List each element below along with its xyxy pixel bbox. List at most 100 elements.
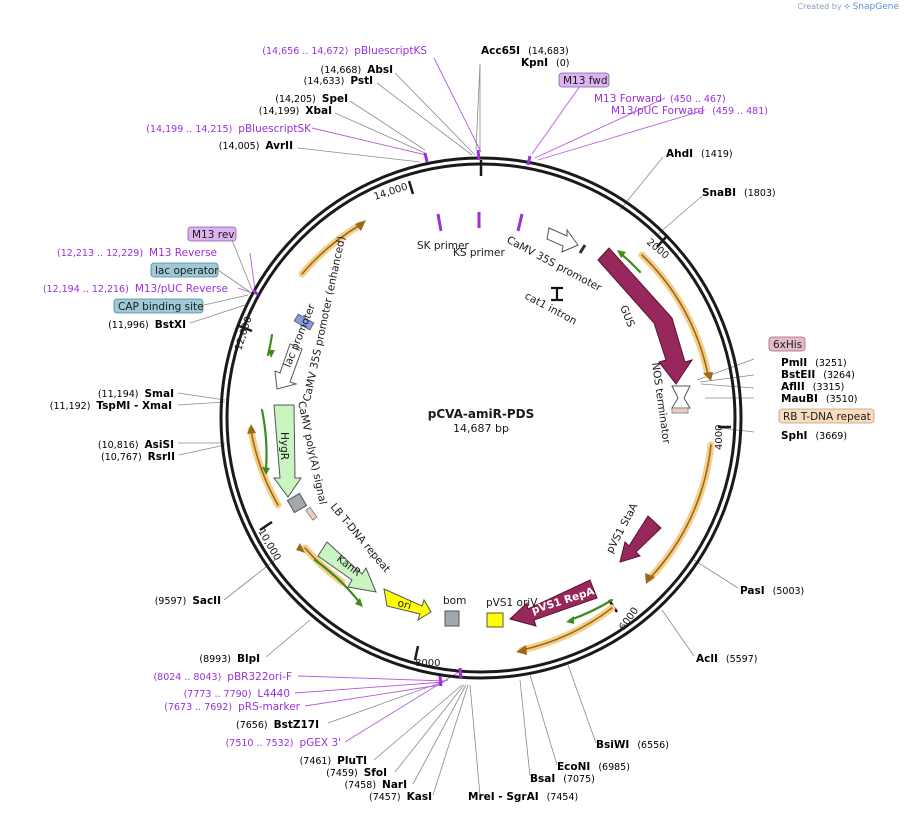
nos-terminator-shape (671, 385, 691, 409)
pvs1-staa-arrow (619, 515, 662, 563)
enzyme-blpi: (8993)BlpI (199, 653, 260, 665)
green-arrowheads (262, 250, 626, 624)
pvs1-oriv-box (486, 612, 504, 628)
enzyme-absi: (14,668)AbsI (321, 64, 393, 76)
primer-prs-marker: (7673 .. 7692)pRS-marker (164, 701, 300, 713)
primer-pgex-3: (7510 .. 7532)pGEX 3' (226, 737, 341, 749)
enzyme-tspmi-xmai: (11,192)TspMI - XmaI (50, 400, 172, 412)
primer-m13-reverse: (12,213 .. 12,229)M13 Reverse (57, 247, 217, 259)
primer-pbluescriptks: (14,656 .. 14,672)pBluescriptKS (262, 45, 427, 57)
camv-35s-enhanced-arrow (274, 343, 303, 390)
label-ori: ori (396, 597, 412, 612)
primer-m13-forward: M13 Forward(450 .. 467) (594, 93, 726, 105)
box-m13-rev: M13 rev (187, 226, 237, 242)
enzyme-acc65i: Acc65I(14,683) (481, 45, 569, 57)
svg-text:M13 rev: M13 rev (192, 229, 235, 241)
plasmid-name: pCVA-amiR-PDS (428, 407, 534, 421)
primer-marks (251, 149, 532, 687)
plasmid-length: 14,687 bp (453, 422, 509, 435)
enzyme-pasi: PasI(5003) (740, 585, 804, 597)
label-ks-primer: KS primer (453, 247, 505, 259)
enzyme-kpni: KpnI(0) (521, 57, 570, 69)
enzyme-kasi: (7457)KasI (369, 791, 432, 803)
lac-promoter-mark (293, 313, 315, 331)
box-m13-fwd: M13 fwd (558, 72, 610, 88)
label-camv-polya: CaMV poly(A) signal (295, 400, 329, 506)
enzyme-smai: (11,194)SmaI (98, 388, 174, 400)
enzyme-snabi: SnaBI(1803) (702, 187, 776, 199)
primer-m13-puc-reverse: (12,194 .. 12,216)M13/pUC Reverse (43, 283, 228, 295)
hygr-arrow (273, 404, 302, 498)
orf-tracks (247, 221, 715, 654)
label-gus: GUS (617, 304, 637, 330)
enzyme-rsrii: (10,767)RsrII (101, 451, 175, 463)
bom-box (444, 610, 460, 627)
box-6xhis: 6xHis (768, 336, 806, 352)
box-cap-binding-site: CAP binding site (113, 298, 204, 314)
enzyme-pmli: PmlI(3251) (781, 357, 847, 369)
label-camv-35s-promoter: CaMV 35S promoter (505, 234, 604, 294)
primer-pbr322ori-f: (8024 .. 8043)pBR322ori-F (153, 671, 292, 683)
tick-label-4000: 4000 (714, 425, 725, 450)
enzyme-nari: (7458)NarI (344, 779, 407, 791)
camv-polya-box (286, 492, 308, 514)
backbone-outer-strand (219, 156, 743, 680)
svg-text:6xHis: 6xHis (773, 339, 802, 351)
enzyme-bsai: BsaI(7075) (530, 773, 595, 785)
leader-lines (177, 63, 755, 796)
label-pvs1-oriv: pVS1 oriV (486, 597, 538, 609)
enzyme-pluti: (7461)PluTI (300, 755, 367, 767)
pvs1-repa-arrow (509, 579, 598, 627)
label-sk-primer: SK primer (417, 240, 469, 252)
ori-arrow (383, 588, 432, 622)
svg-text:M13 fwd: M13 fwd (563, 75, 608, 87)
enzyme-ahdi: AhdI(1419) (666, 148, 733, 160)
gus-junction-mark (578, 244, 587, 254)
enzyme-avrii: (14,005)AvrII (219, 140, 293, 152)
enzyme-bstxi: (11,996)BstXI (108, 319, 186, 331)
primer-labels: (14,656 .. 14,672)pBluescriptKS M13 Forw… (43, 45, 768, 749)
primer-leaders (237, 57, 706, 743)
enzyme-asisi: (10,816)AsiSI (98, 439, 174, 451)
enzyme-xbai: (14,199)XbaI (259, 105, 332, 117)
enzyme-sphi: SphI(3669) (781, 430, 847, 442)
enzyme-bsteii: BstEII(3264) (781, 369, 855, 381)
box-lac-operator: lac operator (150, 262, 219, 278)
box-rb-t-dna-repeat: RB T-DNA repeat (778, 408, 875, 424)
primer-m13-puc-forward: M13/pUC Forward(459 .. 481) (611, 105, 768, 117)
enzyme-spei: (14,205)SpeI (275, 93, 348, 105)
label-cat1-intron: cat1 intron (523, 290, 579, 327)
enzyme-aflii: AflII(3315) (781, 381, 844, 393)
enzyme-sfoi: (7459)SfoI (326, 767, 387, 779)
enzyme-psti: (14,633)PstI (304, 75, 373, 87)
boxed-labels: M13 fwd M13 rev lac operator CAP binding… (113, 72, 875, 424)
lb-repeat-mark (305, 506, 318, 521)
credit-prefix: Created by (797, 2, 842, 11)
camv-35s-promoter-arrow (546, 227, 579, 253)
primer-l4440: (7773 .. 7790)L4440 (184, 688, 290, 700)
enzyme-econi: EcoNI(6985) (557, 761, 630, 773)
enzyme-sacii: (9597)SacII (155, 595, 221, 607)
svg-text:lac operator: lac operator (155, 265, 219, 277)
label-bom: bom (443, 595, 466, 607)
kanr-arrow (317, 541, 377, 593)
primer-pbluescriptsk: (14,199 .. 14,215)pBluescriptSK (146, 123, 312, 135)
enzyme-acli: AclI(5597) (696, 653, 757, 665)
enzyme-bsiwi: BsiWI(6556) (596, 739, 669, 751)
cat1-intron-mark (551, 286, 563, 302)
snapgene-logo-icon: ⟡ (844, 2, 851, 12)
enzyme-maubi: MauBI(3510) (781, 393, 858, 405)
label-hygr: HygR (278, 432, 290, 460)
enzyme-labels: Acc65I(14,683) KpnI(0) (14,668)AbsI (14,… (50, 45, 858, 803)
enzyme-bstz17i: (7656)BstZ17I (236, 719, 319, 731)
svg-text:CAP binding site: CAP binding site (118, 301, 204, 313)
enzyme-mrei-sgrai: MreI - SgrAI(7454) (468, 791, 578, 803)
credit-brand: SnapGene (852, 2, 899, 12)
tick-label-8000: 8000 (415, 658, 440, 669)
svg-text:RB T-DNA repeat: RB T-DNA repeat (783, 411, 871, 423)
snapgene-credit: Created by ⟡ SnapGene (798, 2, 899, 12)
orf-arrowheads (247, 220, 713, 655)
gus-arrow (597, 247, 694, 385)
rb-repeat-mark (671, 407, 689, 414)
